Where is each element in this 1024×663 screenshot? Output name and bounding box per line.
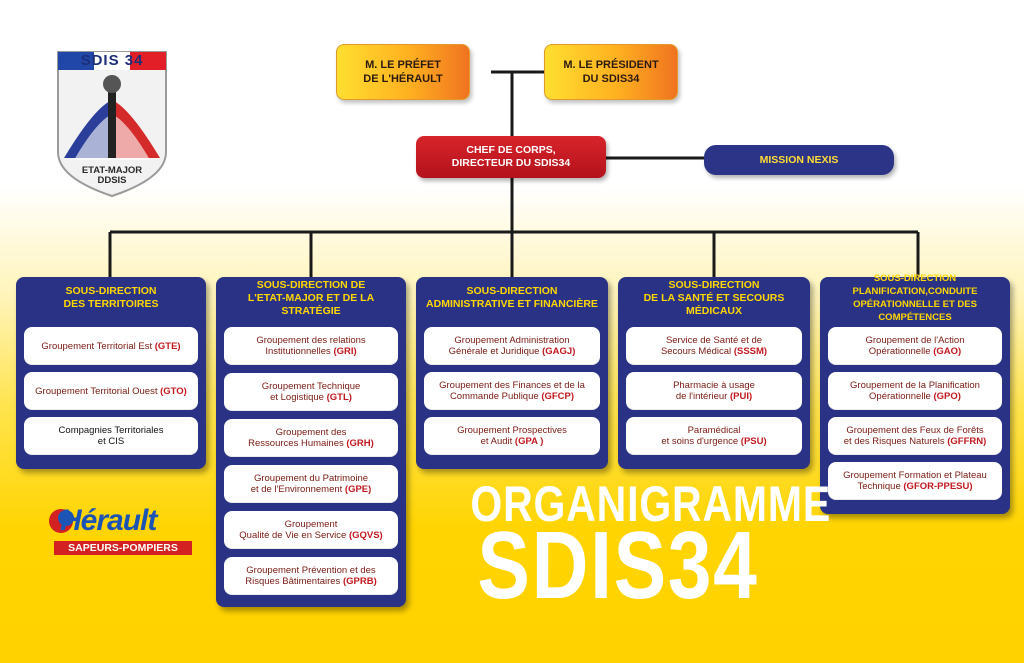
column-title: SOUS-DIRECTION DES TERRITOIRES [63, 285, 159, 310]
herault-word: Hérault [60, 504, 157, 537]
item-gte: Groupement Territorial Est (GTE) [24, 327, 198, 365]
herault-logo: Hérault SAPEURS-POMPIERS [46, 504, 196, 564]
column-territoires: SOUS-DIRECTION DES TERRITOIRES Groupemen… [16, 277, 206, 469]
item-gpe: Groupement du Patrimoine et de l'Environ… [224, 465, 398, 503]
item-sssm: Service de Santé et de Secours Médical (… [626, 327, 802, 365]
title-line2: SDIS34 [477, 512, 759, 619]
item-psu: Paramédical et soins d'urgence (PSU) [626, 417, 802, 455]
column-sante: SOUS-DIRECTION DE LA SANTÉ ET SECOURS MÉ… [618, 277, 810, 469]
column-title: SOUS-DIRECTION PLANIFICATION,CONDUITE OP… [852, 273, 978, 323]
column-etat-major: SOUS-DIRECTION DE L'ETAT-MAJOR ET DE LA … [216, 277, 406, 607]
sdis34-logo: SDIS 34 ETAT-MAJOR DDSIS [54, 48, 170, 198]
shield-emblem-icon [57, 51, 167, 198]
herault-mark-icon [49, 509, 74, 533]
item-pui: Pharmacie à usage de l'intérieur (PUI) [626, 372, 802, 410]
mission-nexis-box: MISSION NEXIS [704, 145, 894, 175]
item-gfor-ppesu: Groupement Formation et Plateau Techniqu… [828, 462, 1002, 500]
item-compagnies: Compagnies Territoriales et CIS [24, 417, 198, 455]
president-box: M. LE PRÉSIDENT DU SDIS34 [544, 44, 678, 100]
column-title: SOUS-DIRECTION DE LA SANTÉ ET SECOURS MÉ… [643, 278, 785, 317]
item-grh: Groupement des Ressources Humaines (GRH) [224, 419, 398, 457]
item-gpa: Groupement Prospectives et Audit (GPA ) [424, 417, 600, 455]
herault-subtitle: SAPEURS-POMPIERS [54, 541, 192, 555]
logo-subtitle-line1: ETAT-MAJOR [81, 165, 143, 176]
item-gao: Groupement de l'Action Opérationnelle (G… [828, 327, 1002, 365]
item-gri: Groupement des relations Institutionnell… [224, 327, 398, 365]
chief-box: CHEF DE CORPS, DIRECTEUR DU SDIS34 [416, 136, 606, 178]
item-gprb: Groupement Prévention et des Risques Bât… [224, 557, 398, 595]
logo-subtitle-line2: DDSIS [97, 175, 127, 186]
logo-title: SDIS 34 [80, 52, 144, 69]
item-gpo: Groupement de la Planification Opération… [828, 372, 1002, 410]
title-line1: ORGANIGRAMME [470, 476, 832, 532]
item-gto: Groupement Territorial Ouest (GTO) [24, 372, 198, 410]
item-gqvs: Groupement Qualité de Vie en Service (GQ… [224, 511, 398, 549]
item-gagj: Groupement Administration Générale et Ju… [424, 327, 600, 365]
column-title: SOUS-DIRECTION ADMINISTRATIVE ET FINANCI… [426, 285, 598, 310]
item-gtl: Groupement Technique et Logistique (GTL) [224, 373, 398, 411]
column-title: SOUS-DIRECTION DE L'ETAT-MAJOR ET DE LA … [247, 278, 375, 317]
prefet-box: M. LE PRÉFET DE L'HÉRAULT [336, 44, 470, 100]
item-gffrn: Groupement des Feux de Forêts et des Ris… [828, 417, 1002, 455]
logo-subtitle: ETAT-MAJOR DDSIS [54, 166, 170, 186]
column-planification: SOUS-DIRECTION PLANIFICATION,CONDUITE OP… [820, 273, 1010, 514]
item-gfcp: Groupement des Finances et de la Command… [424, 372, 600, 410]
column-administrative: SOUS-DIRECTION ADMINISTRATIVE ET FINANCI… [416, 277, 608, 469]
